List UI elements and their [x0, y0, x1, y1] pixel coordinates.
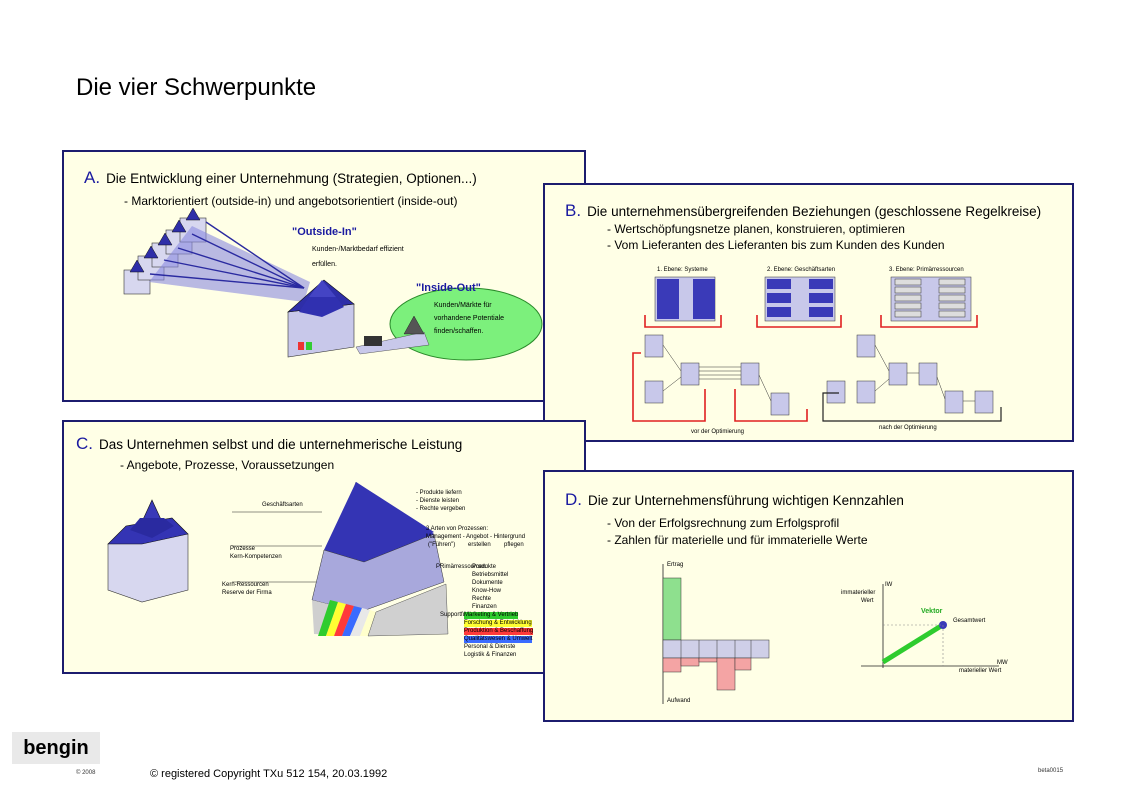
- vec-x-label-mw: MW: [997, 660, 1008, 666]
- page-title: Die vier Schwerpunkte: [76, 74, 317, 101]
- primaer-item-4: Know-How: [472, 588, 502, 594]
- level-3-label: 3. Ebene: Primärressourcen: [889, 267, 964, 273]
- support-item-6: Logistik & Finanzen: [464, 652, 517, 658]
- primaer-heading: PRimärressourcen:: [436, 564, 488, 570]
- panel-a-letter: A.: [84, 168, 101, 187]
- gesamtwert-label: Gesamtwert: [953, 618, 986, 624]
- arten-sub-1: ("Führen"): [428, 542, 456, 548]
- outside-in-text-1: Kunden-/Marktbedarf effizient: [312, 246, 404, 253]
- right-top-3: - Rechte vergeben: [416, 506, 466, 512]
- right-top-1: - Produkte liefern: [416, 490, 462, 496]
- vector-label: Vektor: [921, 608, 943, 615]
- panel-d-bullet-2: - Zahlen für materielle und für immateri…: [607, 533, 868, 547]
- bar-axis-bottom: Aufwand: [667, 698, 691, 704]
- label-prozesse: Prozesse: [230, 546, 256, 552]
- inside-out-text-3: finden/schaffen.: [434, 328, 484, 335]
- panel-d-heading: D.Die zur Unternehmensführung wichtigen …: [565, 490, 904, 509]
- vec-x-label: materieller Wert: [959, 668, 1002, 674]
- support-item-1: Marketing & Vertrieb: [464, 612, 519, 619]
- panel-a-heading: A.Die Entwicklung einer Unternehmung (St…: [84, 168, 477, 187]
- support-item-3: Produktion & Beschaffung: [464, 628, 534, 635]
- vec-y-label-1: immaterieller: [841, 590, 876, 596]
- logo-sub: © 2008: [76, 770, 96, 776]
- support-item-2: Forschung & Entwicklung: [464, 620, 532, 627]
- label-geschaeftsarten: Geschäftsarten: [262, 502, 303, 508]
- bar-axis-top: Ertrag: [667, 562, 684, 568]
- panel-c-heading: C.Das Unternehmen selbst und die unterne…: [76, 434, 463, 453]
- panel-c-figure: [107, 481, 449, 637]
- vec-y-label-2: Wert: [861, 598, 874, 604]
- arten-sub-2: erstellen: [468, 542, 491, 548]
- panel-d-figures: [662, 564, 999, 704]
- label-kern-kompetenzen: Kern-Kompetenzen: [230, 554, 282, 560]
- arten-heading: 3 Arten von Prozessen:: [426, 526, 489, 532]
- outside-in-text-2: erfüllen.: [312, 261, 337, 268]
- caption-after: nach der Optimierung: [879, 425, 937, 431]
- support-item-5: Personal & Dienste: [464, 644, 516, 650]
- document-code: beta0015: [1038, 768, 1064, 774]
- panel-a-figure: [123, 207, 543, 361]
- panel-d: D.Die zur Unternehmensführung wichtigen …: [543, 470, 1074, 722]
- panel-b-bullet-2: - Vom Lieferanten des Lieferanten bis zu…: [607, 238, 945, 252]
- vec-y-label-iw: IW: [885, 582, 893, 588]
- panel-d-letter: D.: [565, 490, 582, 509]
- primaer-item-1: Produkte: [472, 564, 497, 570]
- inside-out-text-1: Kunden/Märkte für: [434, 302, 492, 309]
- panel-d-bullet-1: - Von der Erfolgsrechnung zum Erfolgspro…: [607, 516, 840, 530]
- inside-out-text-2: vorhandene Potentiale: [434, 315, 505, 322]
- panel-a-bullet: - Marktorientiert (outside-in) und angeb…: [124, 194, 458, 208]
- label-kern-ressourcen: Kern-Ressourcen: [222, 582, 269, 588]
- arten-line: Management - Angebot - Hintergrund: [426, 534, 526, 540]
- level-2-label: 2. Ebene: Geschäftsarten: [767, 267, 836, 273]
- panel-a: A.Die Entwicklung einer Unternehmung (St…: [62, 150, 586, 402]
- panel-b-bullet-1: - Wertschöpfungsnetze planen, konstruier…: [607, 222, 905, 236]
- right-top-2: - Dienste leisten: [416, 498, 460, 504]
- primaer-item-6: Finanzen: [472, 604, 497, 610]
- copyright-text: © registered Copyright TXu 512 154, 20.0…: [150, 768, 388, 780]
- level-1-label: 1. Ebene: Systeme: [657, 267, 708, 273]
- panel-b-letter: B.: [565, 201, 582, 220]
- panel-c: C.Das Unternehmen selbst und die unterne…: [62, 420, 586, 674]
- support-item-4: Qualitätswesen & Umwelt: [464, 636, 533, 643]
- panel-b: B.Die unternehmensübergreifenden Beziehu…: [543, 183, 1074, 442]
- panel-c-letter: C.: [76, 434, 93, 453]
- panel-c-bullet: - Angebote, Prozesse, Voraussetzungen: [120, 458, 335, 472]
- panel-b-heading: B.Die unternehmensübergreifenden Beziehu…: [565, 201, 1042, 220]
- bengin-logo: bengin: [12, 732, 100, 764]
- label-reserve-der-firma: Reserve der Firma: [222, 590, 272, 596]
- caption-before: vor der Optimierung: [691, 429, 745, 435]
- primaer-item-3: Dokumente: [472, 580, 503, 586]
- panel-b-network-figure: [632, 276, 1002, 422]
- outside-in-label: "Outside-In": [292, 226, 357, 238]
- primaer-item-5: Rechte: [472, 596, 492, 602]
- inside-out-label: "Inside-Out": [416, 282, 481, 294]
- arten-sub-3: pflegen: [504, 542, 524, 548]
- primaer-item-2: Betriebsmittel: [472, 572, 509, 578]
